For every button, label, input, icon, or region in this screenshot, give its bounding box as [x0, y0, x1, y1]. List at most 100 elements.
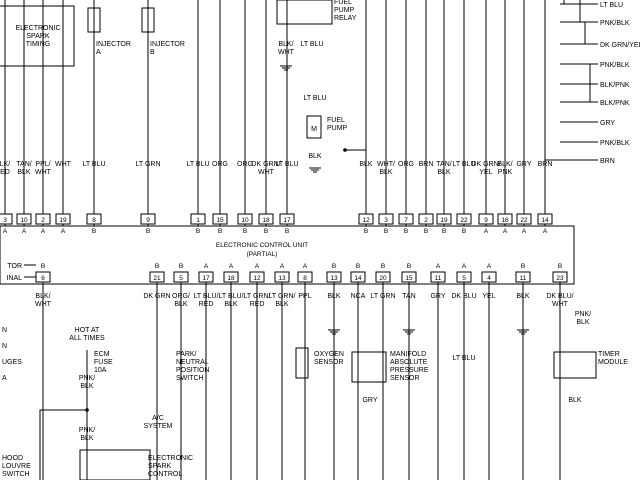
wire-color-label: DK GRN/	[471, 161, 500, 168]
pin-number-box	[358, 213, 374, 225]
wire-color-label: BLK	[224, 301, 238, 308]
wire-color-label: GRY	[430, 293, 445, 300]
left-arrow-label-1: TOR	[7, 263, 22, 270]
left-partial-label: A	[2, 375, 7, 382]
pin-number: 20	[379, 275, 387, 282]
wire-color-label: LT GRN/	[244, 293, 271, 300]
connector-letter: A	[229, 263, 234, 270]
pin-number-box	[478, 213, 494, 225]
connector-letter: B	[264, 228, 268, 235]
pin-number-box	[497, 213, 513, 225]
wire-color-label: LT BLU	[452, 161, 475, 168]
pin-number-box	[398, 213, 414, 225]
pin-number: 3	[3, 217, 7, 224]
pin-number-box	[0, 213, 13, 225]
hood-louvre-label: LOUVRE	[2, 463, 31, 470]
ignition-module-box	[0, 5, 75, 67]
timer-module-label: MODULE	[598, 359, 628, 366]
ground-icon	[517, 329, 529, 335]
wire-color-label: BRN	[419, 161, 434, 168]
wire-color-label: WHT	[258, 169, 275, 176]
relay-blk-wht-label: WHT	[278, 49, 295, 56]
wire-color-label: BLK	[437, 169, 451, 176]
wire-color-label: WHT	[35, 169, 52, 176]
wire-color-label: GRY	[516, 161, 531, 168]
pin-number: 21	[153, 275, 161, 282]
timer-module-label: TIMER	[598, 351, 620, 358]
esc-bottom-label: CONTROL	[148, 471, 182, 478]
connector-letter: B	[155, 263, 159, 270]
connector-letter: A	[436, 263, 441, 270]
pin-number-box	[212, 213, 228, 225]
fuel-pump-relay-label: FUEL	[334, 0, 352, 6]
pin-number: 6	[41, 275, 45, 282]
oxygen-sensor-label: OXYGEN	[314, 351, 344, 358]
pin-number: 14	[354, 275, 362, 282]
hood-louvre-label: HOOD	[2, 455, 23, 462]
wire-color-label: BLK/	[497, 161, 512, 168]
connector-letter: A	[543, 228, 548, 235]
fuel-pump-relay-box	[276, 0, 333, 25]
pin-number-box	[149, 271, 165, 283]
connector-letter: A	[3, 228, 8, 235]
pin-number: 14	[541, 217, 549, 224]
wire-color-label: LT GRN	[135, 161, 160, 168]
wire	[39, 409, 87, 480]
pin-number-box	[430, 271, 446, 283]
pin-number: 18	[262, 217, 270, 224]
wire-color-label: BLK	[17, 169, 31, 176]
connector-letter: A	[204, 263, 209, 270]
esc-bottom-box	[79, 449, 151, 480]
pin-number-box	[237, 213, 253, 225]
park-switch-label: NEUTRAL	[176, 359, 209, 366]
left-partial-label: N	[2, 343, 7, 350]
connector-letter: B	[356, 263, 360, 270]
connector-letter: B	[332, 263, 336, 270]
pin-number: 22	[460, 217, 468, 224]
timer-blk-label: BLK	[568, 397, 582, 404]
wire-color-label: LT BLU/	[218, 293, 243, 300]
pin-number: 15	[405, 275, 413, 282]
connector-letter: B	[462, 228, 466, 235]
oxygen-sensor-label: SENSOR	[314, 359, 344, 366]
ignition-module-label: TIMING	[26, 41, 51, 48]
ecm-fuse-label: ECM	[94, 351, 110, 358]
connector-letter: B	[218, 228, 222, 235]
wire-color-label: BRN	[538, 161, 553, 168]
pin-number: 5	[179, 275, 183, 282]
connector-letter: A	[462, 263, 467, 270]
wire-color-label: ED	[0, 169, 10, 176]
pin-number: 22	[520, 217, 528, 224]
pin-number: 2	[41, 217, 45, 224]
wire-color-label: ORG	[398, 161, 414, 168]
connector-letter: B	[196, 228, 200, 235]
right-wire-label: PNK/BLK	[600, 140, 630, 147]
ignition-module-label: ELECTRONIC	[15, 25, 60, 32]
pin-number-box	[350, 271, 366, 283]
hot-at-label: ALL TIMES	[69, 335, 105, 342]
pin-number-box	[35, 213, 51, 225]
left-pnk-blk-label: BLK	[80, 383, 94, 390]
injector-a-label: A	[96, 49, 101, 56]
pin-number-box	[537, 213, 553, 225]
hot-at-label: HOT AT	[75, 327, 100, 334]
connector-letter: B	[442, 228, 446, 235]
wire-color-label: BLK	[275, 301, 289, 308]
wire-color-label: TAN	[402, 293, 415, 300]
pin-number-box	[223, 271, 239, 283]
fuel-pump-blk-label: BLK	[308, 153, 322, 160]
pin-number: 8	[92, 217, 96, 224]
pin-number-box	[249, 271, 265, 283]
left-partial-label: N	[2, 327, 7, 334]
wire-color-label: TAN/	[436, 161, 451, 168]
left-pnk-blk-label: PNK/	[79, 375, 95, 382]
relay-blk-wht-label: BLK/	[278, 41, 293, 48]
pin-number-box	[515, 271, 531, 283]
wire-color-label: RED	[250, 301, 265, 308]
pin-number-box	[274, 271, 290, 283]
pin-number-box	[552, 271, 568, 283]
wire-color-label: DK GRN	[143, 293, 170, 300]
pin-number-box	[297, 271, 313, 283]
pin-number: 7	[404, 217, 408, 224]
